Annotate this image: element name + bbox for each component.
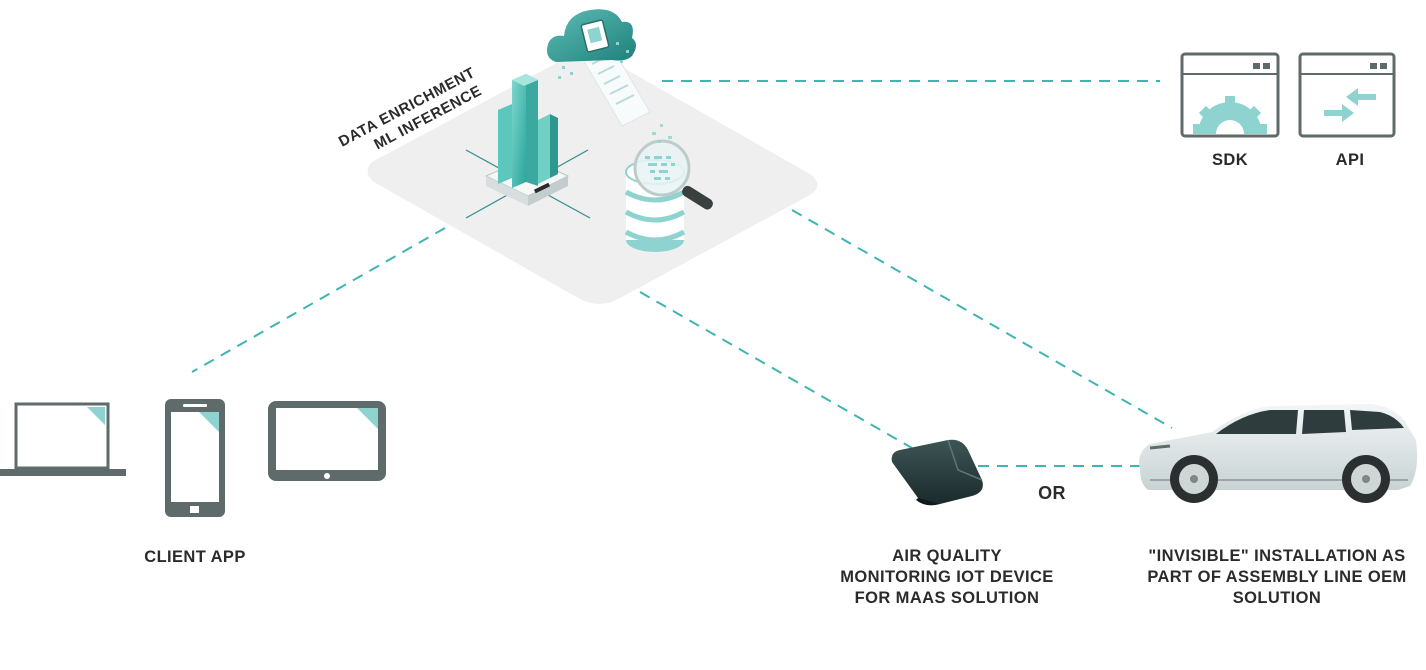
tablet-icon bbox=[268, 401, 386, 481]
iot-label-line-1: AIR QUALITY bbox=[892, 547, 1002, 565]
iot-device-label: AIR QUALITY MONITORING IOT DEVICE FOR MA… bbox=[817, 546, 1077, 609]
data-stream-icon bbox=[581, 43, 651, 127]
or-separator: OR bbox=[1038, 483, 1066, 503]
connector-platform-to-vehicle bbox=[791, 209, 1173, 429]
client-app-label: CLIENT APP bbox=[144, 548, 246, 566]
vehicle-label-line-1: "INVISIBLE" INSTALLATION AS bbox=[1148, 547, 1406, 565]
processing-platform bbox=[367, 9, 818, 304]
arrows-icon bbox=[1324, 88, 1376, 122]
vehicle-label-line-3: SOLUTION bbox=[1232, 589, 1322, 607]
analytics-tower-icon bbox=[498, 74, 558, 188]
api-label: API bbox=[1335, 151, 1365, 169]
connector-platform-to-iot bbox=[639, 291, 913, 449]
platform-base bbox=[367, 53, 818, 304]
vehicle-label-line-2: PART OF ASSEMBLY LINE OEM bbox=[1147, 568, 1407, 586]
iot-label-line-3: FOR MAAS SOLUTION bbox=[854, 589, 1040, 607]
sdk-label: SDK bbox=[1211, 151, 1249, 169]
cloud-icon bbox=[547, 9, 636, 79]
car-icon bbox=[1139, 404, 1418, 503]
sdk-window bbox=[1180, 52, 1280, 138]
laptop-icon bbox=[0, 402, 126, 476]
connector-platform-to-client bbox=[191, 227, 446, 373]
gear-icon bbox=[1193, 96, 1267, 134]
magnifier-icon bbox=[633, 124, 713, 210]
phone-icon bbox=[165, 399, 225, 517]
iot-device-icon bbox=[891, 439, 983, 506]
api-window bbox=[1298, 52, 1396, 138]
iot-label-line-2: MONITORING IOT DEVICE bbox=[840, 568, 1054, 586]
connectors bbox=[191, 80, 1173, 467]
vehicle-label: "INVISIBLE" INSTALLATION AS PART OF ASSE… bbox=[1136, 546, 1418, 609]
